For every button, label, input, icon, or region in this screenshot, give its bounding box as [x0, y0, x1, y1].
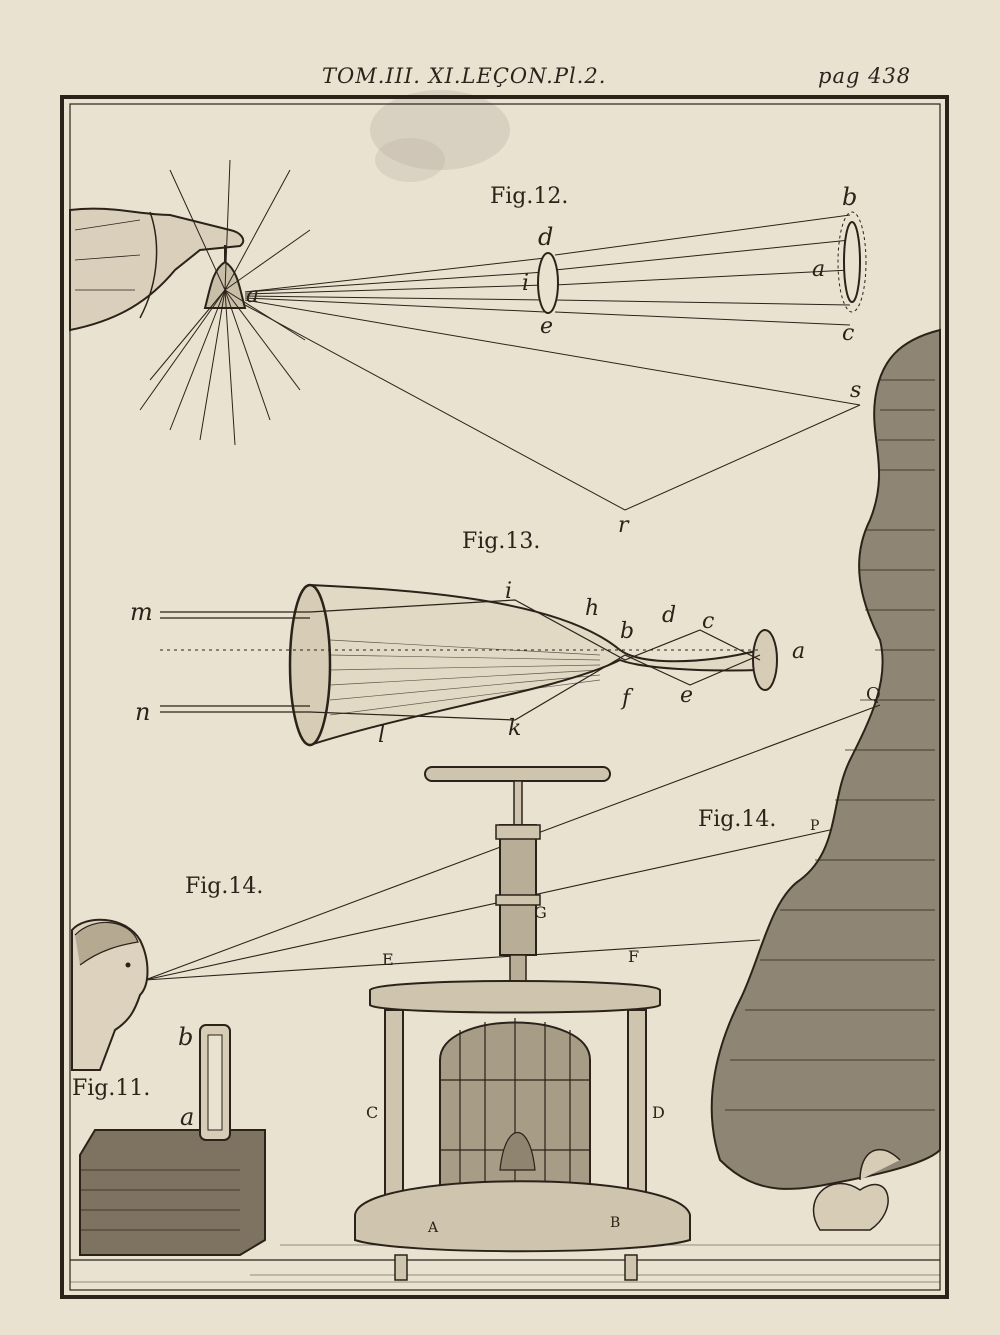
fig12-bell-diagram	[69, 159, 867, 511]
fig12-label-r: r	[618, 513, 630, 538]
fig12-caption: Fig.12.	[490, 184, 568, 209]
fig13-label-d: d	[662, 603, 676, 628]
ear-lens-outline	[837, 211, 867, 313]
fig11-label-a: a	[180, 1103, 194, 1131]
fig13-label-n: n	[135, 698, 150, 726]
fig14-label-F: F	[628, 947, 639, 966]
fig13-label-c: c	[702, 609, 714, 634]
fig13-label-f: f	[620, 686, 634, 711]
fig14-label-G: G	[534, 903, 547, 922]
fig14-label-C: C	[366, 1103, 378, 1122]
fig14-caption-left: Fig.14.	[185, 874, 263, 899]
fig12-label-c: c	[842, 321, 854, 346]
fig13-label-i: i	[505, 579, 512, 604]
fig12-label-s: s	[850, 378, 861, 403]
fig13-caption: Fig.13.	[462, 529, 540, 554]
fig14-label-E: E	[382, 950, 394, 969]
fig13-label-a: a	[792, 639, 805, 664]
fig13-label-l: l	[378, 723, 385, 748]
plate-border	[60, 95, 949, 1299]
fig13-label-b: b	[620, 619, 634, 644]
fig14-caption-right: Fig.14.	[698, 807, 776, 832]
fig11-caption: Fig.11.	[72, 1076, 150, 1101]
ear-lens-large	[843, 221, 861, 303]
plate-title: TOM.III. XI.LEÇON.Pl.2.	[322, 64, 607, 88]
fig13-label-m: m	[130, 598, 153, 626]
fig12-label-i: i	[522, 271, 529, 296]
air-pump	[354, 766, 691, 1281]
fig14-label-B: B	[610, 1215, 620, 1231]
fig11-label-b: b	[178, 1023, 193, 1051]
fig12-label-a-far: a	[812, 257, 825, 282]
fig12-label-a-bell: a	[246, 283, 259, 308]
fig14-label-Q: Q	[866, 684, 881, 705]
hand-sleeve-icon	[69, 207, 245, 332]
fig14-label-D: D	[652, 1103, 665, 1122]
fig14-label-P: P	[810, 818, 819, 834]
fig12-label-e: e	[540, 314, 553, 339]
child-head-icon	[71, 918, 149, 1071]
fig13-label-h: h	[585, 596, 599, 621]
paper-stain	[370, 90, 510, 182]
fig12-label-b: b	[842, 183, 857, 211]
ear-lens-small	[537, 252, 559, 314]
fig14-label-A: A	[427, 1220, 439, 1236]
fig13-label-k: k	[508, 716, 521, 741]
fig13-ear-trumpet	[160, 583, 778, 747]
fig12-label-d: d	[538, 223, 553, 251]
rock-formation	[710, 328, 941, 1190]
fig11-apparatus	[79, 1024, 266, 1256]
page-number: pag 438	[818, 64, 912, 88]
plant-icon	[812, 1148, 901, 1231]
fig13-label-e: e	[680, 683, 693, 708]
